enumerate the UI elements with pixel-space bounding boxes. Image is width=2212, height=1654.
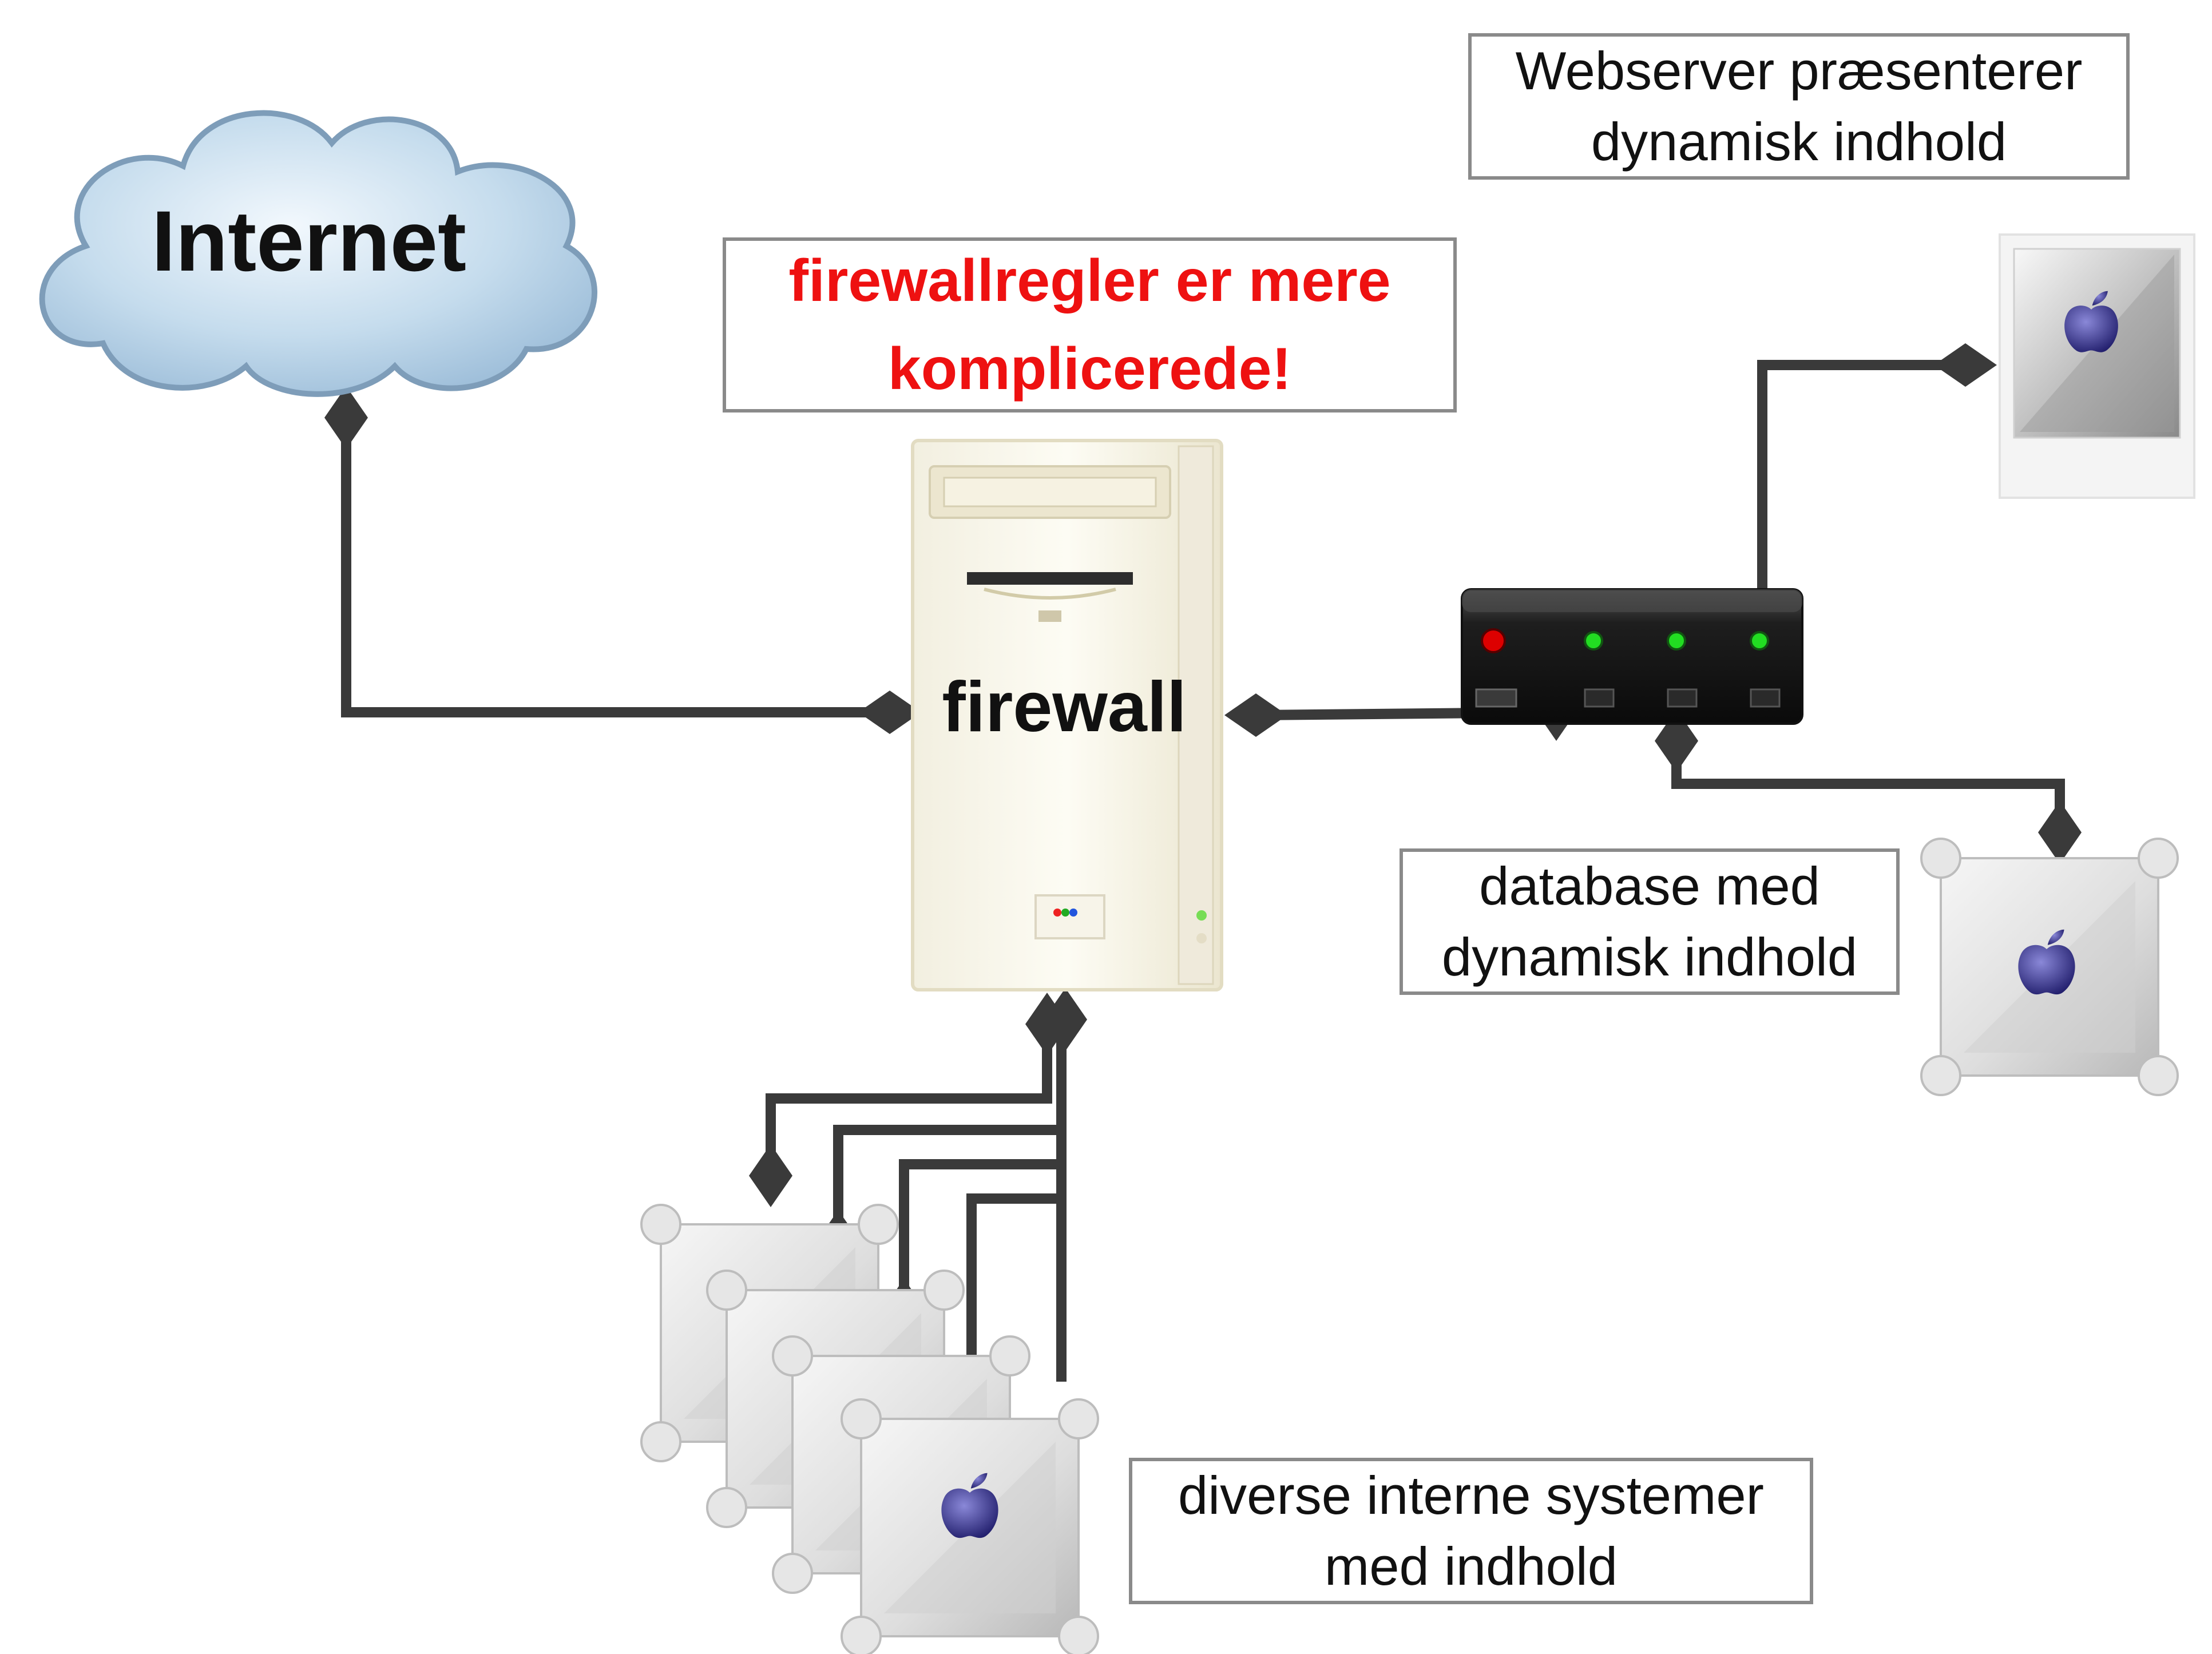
connector-diamond	[749, 1144, 792, 1207]
internal-link-4	[966, 1193, 1061, 1379]
internet-firewall-link	[341, 429, 893, 717]
connector-diamond	[2038, 801, 2082, 864]
database-note: database med dynamisk indhold	[1400, 848, 1900, 995]
database-note-line-1: database med	[1479, 856, 1820, 916]
internal-note-line-1: diverse interne systemer	[1178, 1465, 1764, 1525]
server-stack-icon	[640, 1204, 1099, 1654]
connector-diamond	[1224, 693, 1287, 737]
cloud-icon	[39, 110, 597, 397]
firewall-rules-warning: firewallregler er mere komplicerede!	[723, 237, 1457, 412]
webserver-note: Webserver præsenterer dynamisk indhold	[1468, 33, 2130, 180]
tower-computer-icon	[911, 439, 1223, 991]
internal-link-3	[899, 1159, 1061, 1310]
warning-line-1: firewallregler er mere	[788, 248, 1391, 314]
server-icon	[1999, 233, 2195, 499]
connector-diamond	[1934, 343, 1997, 387]
server-icon	[1920, 838, 2179, 1096]
firewall-label: firewall	[942, 668, 1187, 747]
webserver-note-line-1: Webserver præsenterer	[1515, 41, 2083, 101]
internal-link-2	[833, 1125, 1061, 1242]
network-switch-icon	[1461, 588, 1803, 725]
warning-line-2: komplicerede!	[887, 336, 1292, 402]
database-note-line-2: dynamisk indhold	[1441, 927, 1858, 987]
switch-database-link	[1671, 735, 2065, 835]
internal-systems-note: diverse interne systemer med indhold	[1129, 1458, 1813, 1604]
internal-link-1	[766, 1047, 1052, 1179]
internet-label: Internet	[151, 193, 467, 289]
webserver-note-line-2: dynamisk indhold	[1591, 112, 2007, 172]
internal-note-line-2: med indhold	[1324, 1536, 1618, 1596]
